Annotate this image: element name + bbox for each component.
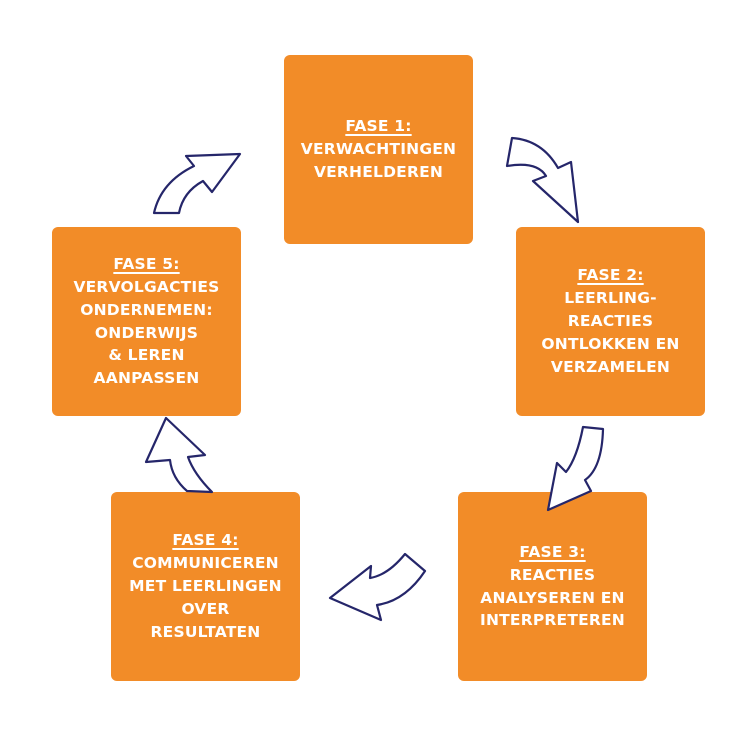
arrow-phase4-to-phase5-icon bbox=[144, 416, 214, 494]
phase-3-line-2: ANALYSEREN EN bbox=[480, 588, 625, 607]
phase-2-title: FASE 2: bbox=[577, 266, 644, 285]
phase-1-line-1: VERWACHTINGEN bbox=[300, 140, 457, 159]
phase-4-line-2: MET LEERLINGEN bbox=[129, 577, 282, 596]
phase-2-line-1: LEERLING- bbox=[564, 289, 657, 308]
phase-2-line-3: ONTLOKKEN EN bbox=[541, 334, 680, 353]
phase-2-line-4: VERZAMELEN bbox=[550, 357, 671, 376]
phase-5-line-3: ONDERWIJS bbox=[94, 323, 199, 342]
phase-3-box: FASE 3: REACTIES ANALYSEREN EN INTERPRET… bbox=[458, 492, 647, 681]
phase-3-line-3: INTERPRETEREN bbox=[480, 611, 625, 630]
phase-4-line-4: RESULTATEN bbox=[150, 622, 261, 641]
phase-1-box: FASE 1: VERWACHTINGEN VERHELDEREN bbox=[284, 55, 473, 244]
arrow-phase1-to-phase2-icon bbox=[505, 136, 580, 224]
phase-5-line-1: VERVOLGACTIES bbox=[73, 277, 220, 296]
phase-5-title: FASE 5: bbox=[113, 254, 180, 273]
phase-1-line-2: VERHELDEREN bbox=[313, 162, 444, 181]
phase-3-title: FASE 3: bbox=[519, 542, 586, 561]
phase-2-line-2: REACTIES bbox=[567, 312, 654, 331]
phase-4-line-1: COMMUNICEREN bbox=[132, 554, 279, 573]
arrow-phase5-to-phase1-icon bbox=[152, 152, 242, 215]
phase-1-title: FASE 1: bbox=[345, 117, 412, 136]
phase-4-title: FASE 4: bbox=[172, 531, 239, 550]
arrow-phase3-to-phase4-icon bbox=[328, 552, 427, 622]
phase-5-line-5: AANPASSEN bbox=[93, 369, 200, 388]
phase-5-line-4: & LEREN bbox=[108, 346, 185, 365]
phase-4-line-3: OVER bbox=[181, 599, 230, 618]
phase-2-box: FASE 2: LEERLING- REACTIES ONTLOKKEN EN … bbox=[516, 227, 705, 416]
phase-4-box: FASE 4: COMMUNICEREN MET LEERLINGEN OVER… bbox=[111, 492, 300, 681]
phase-5-box: FASE 5: VERVOLGACTIES ONDERNEMEN: ONDERW… bbox=[52, 227, 241, 416]
phase-3-line-1: REACTIES bbox=[509, 565, 596, 584]
phase-5-line-2: ONDERNEMEN: bbox=[80, 300, 213, 319]
